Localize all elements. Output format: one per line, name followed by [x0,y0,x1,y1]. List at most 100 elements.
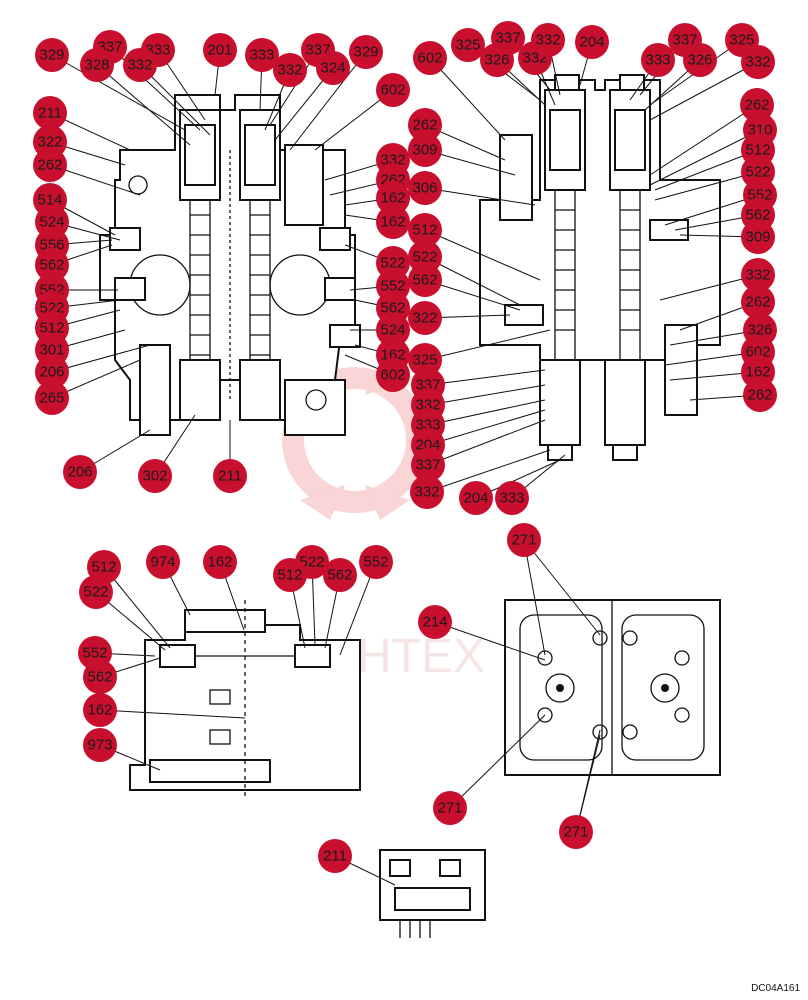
svg-text:325: 325 [412,352,437,369]
callout-309: 309 [408,133,442,167]
leader-line [96,64,191,146]
callout-332: 332 [410,475,444,509]
leader-line [424,329,551,361]
leader-line [449,714,546,809]
leader-line [427,419,546,466]
leader-line [51,54,186,131]
callout-262: 262 [743,378,777,412]
left-valve-assembly [99,94,361,436]
svg-text:211: 211 [218,468,242,485]
callout-206: 206 [35,355,69,389]
callout-332: 332 [741,45,775,79]
svg-text:522: 522 [412,249,437,266]
callout-512: 512 [408,213,442,247]
svg-text:301: 301 [39,342,64,359]
svg-text:326: 326 [747,322,772,339]
svg-text:562: 562 [39,257,64,274]
callout-162: 162 [376,205,410,239]
leader-line [289,51,367,151]
callout-326: 326 [683,43,717,77]
svg-text:262: 262 [747,387,772,404]
callout-271: 271 [507,523,541,557]
svg-text:562: 562 [380,300,405,317]
callout-162: 162 [376,181,410,215]
callout-262: 262 [740,88,774,122]
svg-text:328: 328 [84,57,109,74]
callout-602: 602 [376,73,410,107]
leader-line [649,61,759,121]
svg-text:337: 337 [672,32,697,49]
svg-text:512: 512 [277,567,302,584]
callout-211: 211 [33,96,67,130]
svg-text:332: 332 [414,484,439,501]
callout-512: 512 [273,558,307,592]
svg-text:322: 322 [412,310,437,327]
leader-line [523,539,601,636]
svg-text:325: 325 [729,32,754,49]
callout-326: 326 [480,43,514,77]
callout-973: 973 [83,728,117,762]
callout-332: 332 [273,53,307,87]
svg-text:206: 206 [39,364,64,381]
leader-line [426,449,551,493]
svg-text:602: 602 [380,82,405,99]
svg-text:522: 522 [299,554,324,571]
svg-text:522: 522 [745,164,770,181]
callout-329: 329 [349,35,383,69]
leader-line [99,709,246,719]
callout-324: 324 [316,51,350,85]
svg-text:602: 602 [417,50,442,67]
svg-text:562: 562 [327,567,352,584]
callout-333: 333 [641,43,675,77]
svg-text:262: 262 [412,117,437,134]
svg-text:329: 329 [39,47,64,64]
callout-974: 974 [146,545,180,579]
svg-text:322: 322 [37,134,62,151]
leader-line [427,384,546,406]
svg-text:162: 162 [745,364,770,381]
callout-325: 325 [451,28,485,62]
leader-line [103,566,171,649]
svg-text:524: 524 [380,322,405,339]
svg-text:552: 552 [82,645,107,662]
callout-206: 206 [63,455,97,489]
callout-262: 262 [33,148,67,182]
callout-322: 322 [408,301,442,335]
callout-332: 332 [741,258,775,292]
callout-562: 562 [323,558,357,592]
svg-text:302: 302 [142,468,167,485]
callout-333: 333 [245,38,279,72]
leader-line [654,171,759,201]
callout-329: 329 [35,38,69,72]
svg-text:602: 602 [380,367,405,384]
document-code: DC04A161 [751,983,800,994]
svg-text:332: 332 [745,267,770,284]
callout-162: 162 [83,693,117,727]
callout-265: 265 [35,381,69,415]
svg-text:201: 201 [207,42,232,59]
callout-325: 325 [408,343,442,377]
svg-text:562: 562 [412,272,437,289]
leader-line [523,539,546,656]
leader-line [427,399,546,426]
svg-text:514: 514 [37,192,62,209]
leader-line [429,57,506,141]
svg-text:522: 522 [380,255,405,272]
callout-204: 204 [575,25,609,59]
svg-text:332: 332 [535,32,560,49]
callout-302: 302 [138,459,172,493]
svg-text:204: 204 [463,490,488,507]
svg-text:309: 309 [412,142,437,159]
svg-text:522: 522 [83,584,108,601]
svg-text:333: 333 [499,490,524,507]
leader-line [424,187,536,206]
svg-text:211: 211 [38,105,62,122]
svg-text:204: 204 [579,34,604,51]
svg-text:337: 337 [415,457,440,474]
callout-562: 562 [408,263,442,297]
svg-text:271: 271 [563,824,588,841]
svg-text:265: 265 [39,390,64,407]
leader-line [427,409,546,446]
